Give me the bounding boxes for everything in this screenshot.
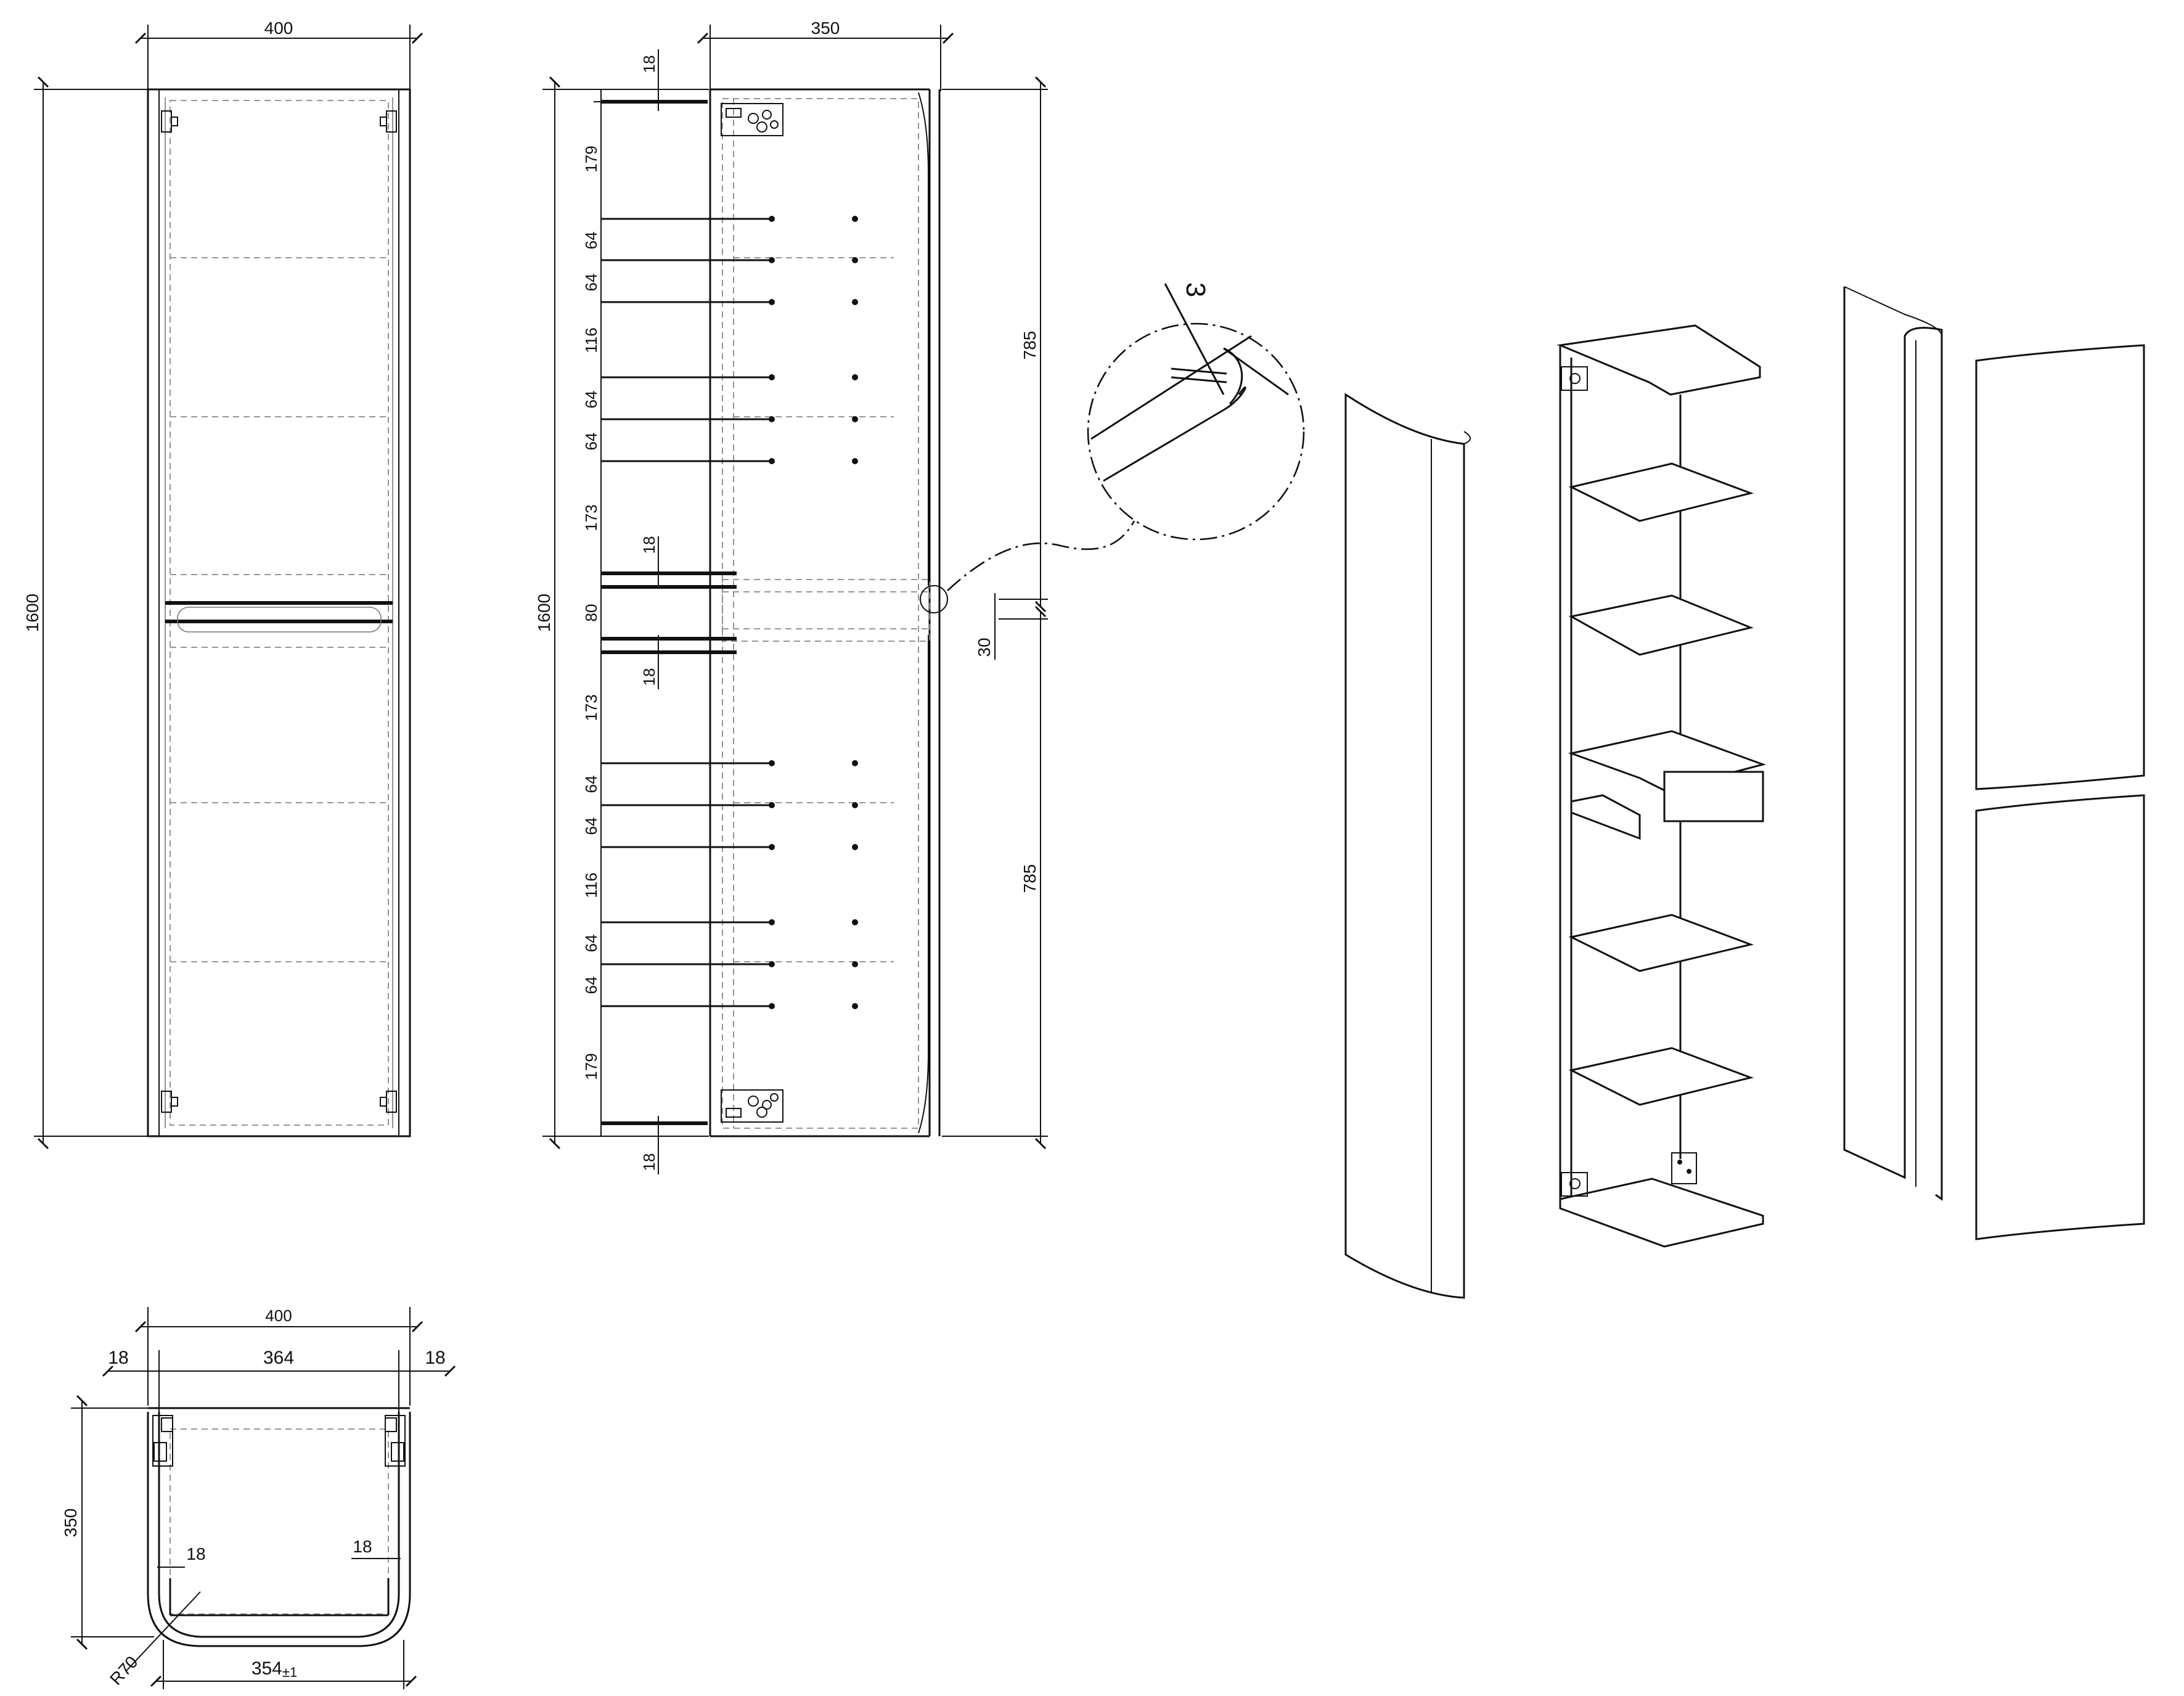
middle-above-label: 18 (640, 536, 658, 554)
plan-depth-label: 350 (61, 1509, 80, 1538)
plan-radius-label: R70 (106, 1652, 141, 1689)
hinge-icon (161, 1091, 178, 1113)
hinge-icon (721, 1089, 783, 1123)
hinge-icon (380, 110, 397, 133)
side-height-label: 1600 (534, 594, 554, 632)
dim-chain-upper: 179 64 64 116 64 64 173 (582, 145, 600, 531)
door-upper (1975, 344, 2145, 790)
door-lower (1975, 794, 2145, 1240)
upper-chain-6: 64 (582, 433, 600, 451)
lower-chain-1: 173 (582, 694, 600, 721)
plan-bottom-width-value: 354 (252, 1658, 282, 1679)
lower-chain-5: 64 (582, 935, 600, 952)
carcass (1556, 324, 1767, 1248)
upper-chain-2: 64 (582, 232, 600, 250)
plan-bottom-width-label: 354±1 (252, 1658, 297, 1680)
hinge-icon (385, 1415, 406, 1467)
plan-right-inner-label: 18 (353, 1537, 372, 1556)
plan-left-inner-label: 18 (186, 1544, 205, 1563)
hinge-icon (161, 110, 178, 133)
hinge-icon (152, 1415, 173, 1467)
dim-chain-lower: 173 64 64 116 64 64 179 (582, 694, 600, 1079)
plan-overall-width-label: 400 (265, 1306, 292, 1325)
upper-door-label: 785 (1020, 331, 1039, 360)
lower-chain-2: 64 (582, 776, 600, 793)
plan-right-panel-label: 18 (425, 1348, 445, 1368)
exploded-view (1344, 286, 2145, 1299)
upper-chain-4: 116 (582, 327, 600, 353)
back-panel (1843, 286, 1943, 1201)
bottom-board-label: 18 (640, 1153, 658, 1171)
side-depth-label: 350 (811, 18, 840, 38)
hinge-icon (1561, 1172, 1588, 1197)
plan-view: 400 364 18 18 350 18 (61, 1306, 456, 1689)
top-board-label: 18 (640, 55, 658, 73)
side-panel (1344, 393, 1471, 1299)
upper-chain-3: 64 (582, 274, 600, 292)
upper-chain-5: 64 (582, 391, 600, 409)
lower-chain-6: 64 (582, 977, 600, 994)
bracket-icon (1671, 1152, 1697, 1184)
lower-chain-4: 116 (582, 872, 600, 898)
gap-label: 30 (975, 637, 994, 657)
lower-door-label: 785 (1020, 864, 1039, 893)
front-width-label: 400 (264, 18, 293, 38)
middle-gap-label: 80 (582, 604, 600, 622)
lower-chain-7: 179 (582, 1053, 600, 1079)
upper-chain-7: 173 (582, 504, 600, 531)
plan-bottom-tolerance: ±1 (282, 1665, 297, 1680)
middle-below-label: 18 (640, 668, 658, 686)
side-view: 350 1600 (534, 18, 1048, 1174)
hinge-icon (380, 1091, 397, 1113)
hinge-icon (1561, 366, 1588, 391)
front-height-label: 1600 (23, 594, 42, 632)
hinge-icon (721, 103, 783, 136)
detail-bubble: 3 (947, 282, 1305, 591)
front-view: 400 1600 (23, 18, 423, 1150)
upper-chain-1: 179 (582, 145, 600, 172)
shelf-pin-rows (601, 216, 858, 1009)
lower-chain-3: 64 (582, 817, 600, 835)
plan-inner-width-label: 364 (263, 1348, 294, 1368)
detail-label: 3 (1180, 282, 1211, 297)
plan-left-panel-label: 18 (108, 1348, 128, 1368)
